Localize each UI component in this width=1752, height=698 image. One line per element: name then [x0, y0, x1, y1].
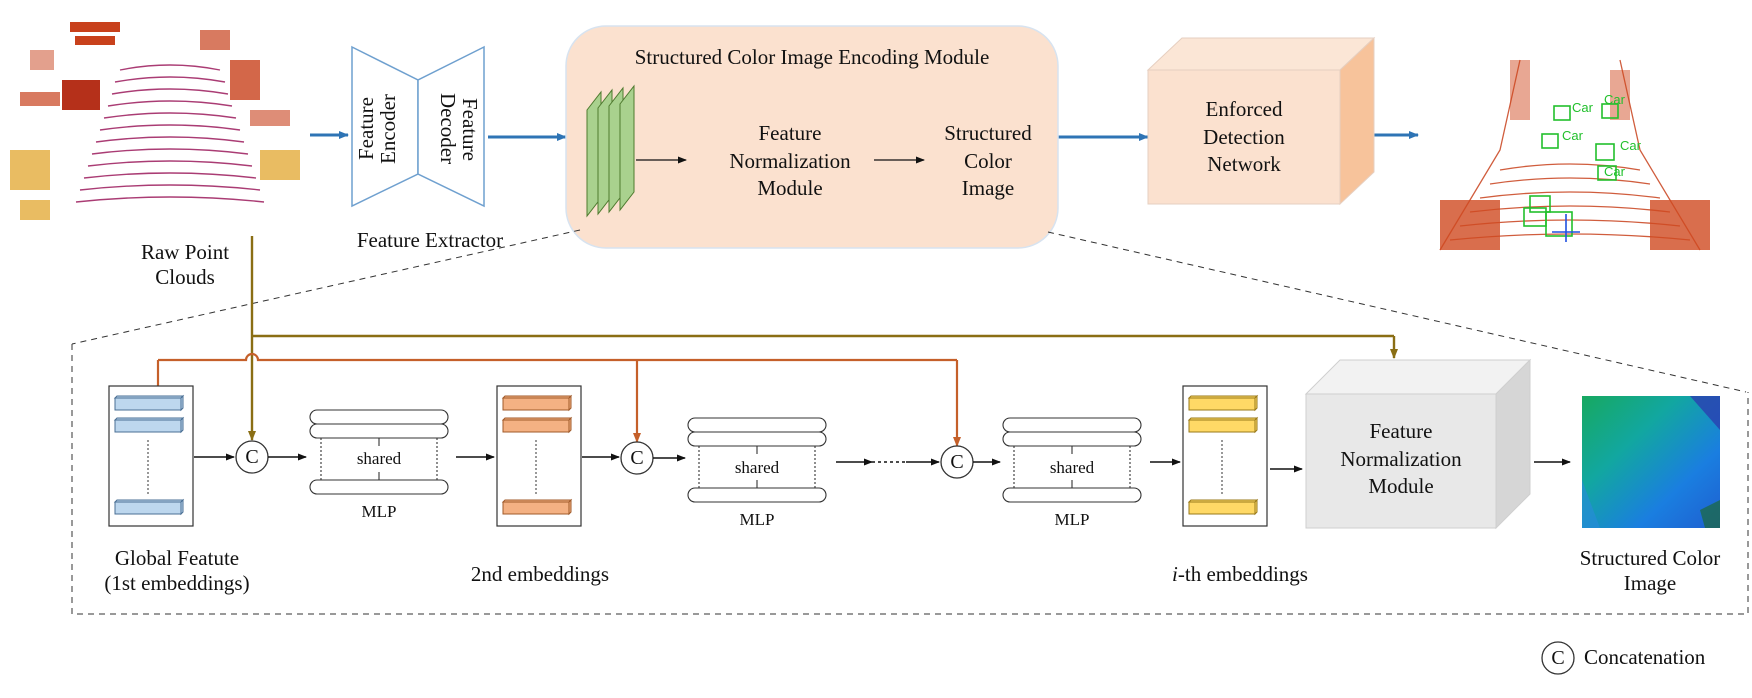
feature-maps-icon: [586, 84, 635, 218]
second-embeddings-label: 2nd embeddings: [470, 562, 610, 586]
structured-color-image: [1582, 396, 1720, 528]
mlp-3-label: MLP: [1054, 510, 1090, 529]
feature-encoder-label: Feature Encoder: [354, 94, 401, 164]
feature-decoder-label: Feature Decoder: [435, 93, 482, 165]
second-embeddings-block: [496, 385, 582, 527]
raw-point-clouds-label: Raw Point Clouds: [140, 240, 230, 290]
ith-index: i: [1172, 562, 1178, 586]
bottom-normalization-label: Feature Normalization Module: [1340, 419, 1462, 499]
orange-skip-lines: [156, 352, 961, 447]
encoding-module-title: Structured Color Image Encoding Module: [634, 45, 990, 69]
mlp-2: [687, 417, 827, 503]
mlp-1: [309, 409, 449, 495]
mlp-1-shared-label: shared: [356, 449, 402, 468]
detection-network-cube: [1146, 36, 1376, 206]
olive-skip-lines: [248, 236, 1398, 441]
feature-extractor-label: Feature Extractor: [356, 228, 504, 252]
detail-frame: [71, 344, 1749, 615]
mlp-2-shared-label: shared: [734, 458, 780, 477]
raw-point-cloud-image: [4, 20, 308, 234]
legend-concat-circle: [1541, 641, 1575, 675]
car-label: Car: [1604, 164, 1625, 179]
car-label: Car: [1620, 138, 1641, 153]
module-normalization-label: Feature Normalization Module: [729, 121, 851, 201]
concat-symbol: C: [950, 451, 964, 473]
ith-suffix: -th embeddings: [1177, 562, 1308, 586]
mlp-2-label: MLP: [739, 510, 775, 529]
encoding-module-box: [565, 25, 1059, 249]
zoom-line-right: [1047, 231, 1747, 393]
mlp-3-shared-label: shared: [1049, 458, 1095, 477]
detection-output-image: [1439, 59, 1710, 251]
bottom-color-image-label: Structured Color Image: [1579, 546, 1721, 596]
feature-extractor-shape: [351, 45, 485, 208]
zoom-line-left: [71, 229, 581, 345]
mlp-1-label: MLP: [361, 502, 397, 521]
feature-normalization-cube: [1304, 358, 1532, 530]
module-color-image-label: Structured Color Image: [944, 121, 1032, 201]
ith-embeddings-block: [1182, 385, 1268, 527]
car-label: Car: [1562, 128, 1583, 143]
concat-symbol: C: [630, 447, 644, 469]
global-feature-block: [108, 385, 194, 527]
flow-arrows: [194, 453, 1571, 473]
ith-embeddings-label: i-th embeddings: [1140, 562, 1340, 587]
legend-concatenation-label: Concatenation: [1584, 645, 1706, 669]
legend-concat-symbol: C: [1551, 647, 1565, 669]
global-feature-label: Global Featute (1st embeddings): [104, 546, 250, 596]
car-label: Car: [1604, 92, 1625, 107]
mlp-3: [1002, 417, 1142, 503]
detection-network-label: Enforced Detection Network: [1203, 97, 1285, 177]
car-label: Car: [1572, 100, 1593, 115]
concat-symbol: C: [245, 446, 259, 468]
